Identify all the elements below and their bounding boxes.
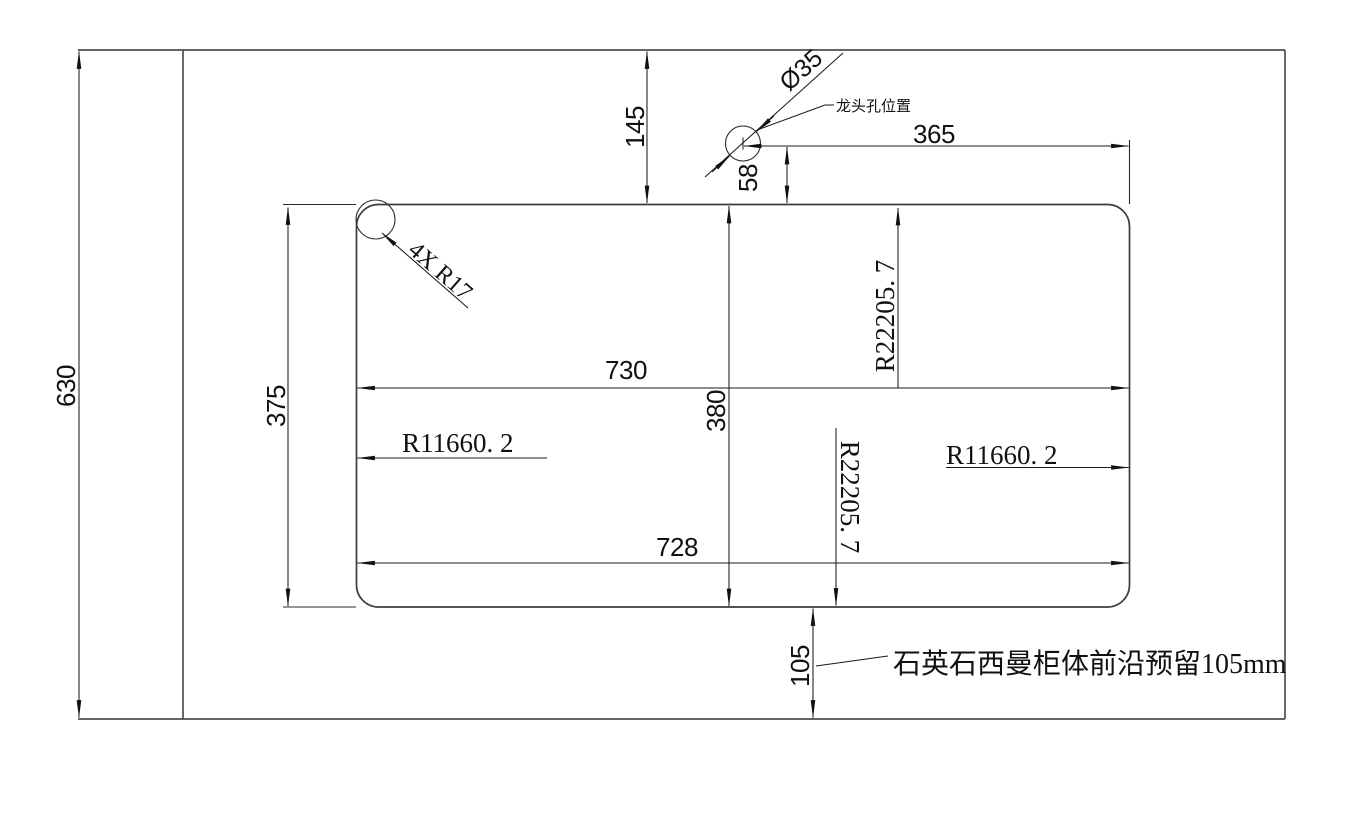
corner-radius-text: 4X R17 — [403, 237, 477, 306]
radius-text-bottom-edge: R22205. 7 — [835, 441, 865, 554]
dim-text-overall-height: 630 — [51, 365, 81, 407]
dim-text-faucet-right-offset: 365 — [913, 119, 955, 149]
diameter-arrow-lower — [711, 155, 730, 173]
diameter-text: Ø35 — [774, 44, 828, 96]
leader-line-faucet-label — [756, 104, 834, 131]
dim-text-sink-left-height: 375 — [261, 385, 291, 427]
dim-text-front-reserve: 105 — [785, 645, 815, 687]
corner-radius-circle — [355, 199, 396, 240]
dim-text-sink-bottom-width: 728 — [656, 532, 698, 562]
dim-text-sink-center-height: 380 — [701, 390, 731, 432]
dim-text-faucet-sink-gap: 58 — [733, 164, 763, 192]
sink-cutout-outline — [355, 203, 1131, 608]
radius-text-right-edge: R11660. 2 — [946, 440, 1058, 470]
front-note-text: 石英石西曼柜体前沿预留105mm — [893, 648, 1287, 680]
radius-text-left-edge: R11660. 2 — [402, 428, 514, 458]
dim-text-faucet-top-offset: 145 — [620, 106, 650, 148]
leader-line-corner-radius — [381, 232, 469, 309]
leader-line-diameter — [704, 52, 844, 178]
leader-line-front-note — [815, 655, 889, 667]
faucet-hole-circle — [724, 125, 762, 162]
radius-text-top-edge: R22205. 7 — [870, 260, 900, 373]
dim-text-sink-top-width: 730 — [605, 355, 647, 385]
faucet-hole-label-text: 龙头孔位置 — [836, 98, 911, 115]
